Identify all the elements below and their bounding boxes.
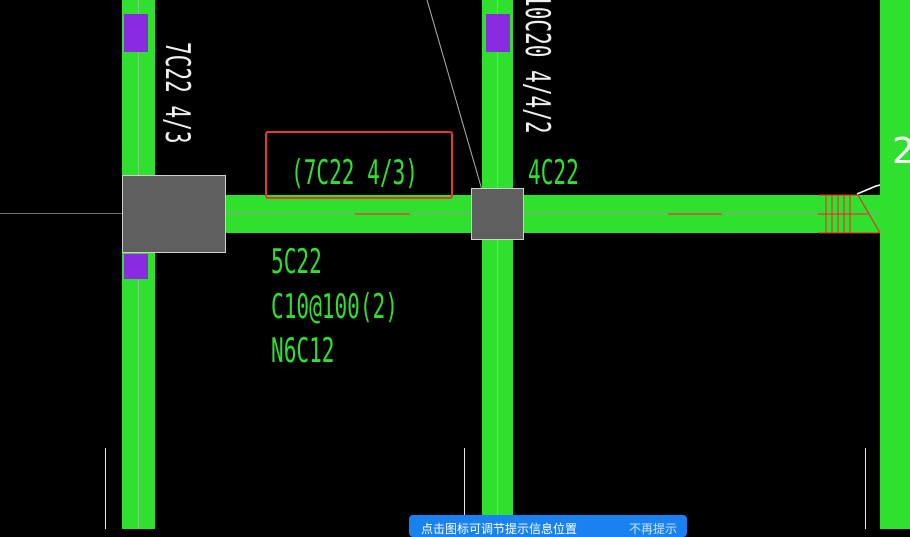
support-marker-middle-top bbox=[486, 14, 510, 52]
axis-line-left-ext bbox=[0, 213, 122, 214]
selected-span-label[interactable]: (7C22 4/3) bbox=[291, 153, 418, 193]
axis-line-bottom-2 bbox=[464, 448, 465, 529]
axis-line-bottom-3 bbox=[865, 448, 866, 529]
toast-dismiss-link[interactable]: 不再提示 bbox=[628, 522, 677, 536]
column-left[interactable] bbox=[122, 175, 226, 253]
beam-vertical-right[interactable] bbox=[880, 0, 910, 529]
right-beam-rebar-label[interactable]: 10C20 4/4/2 bbox=[517, 0, 557, 134]
bottom-bar-label[interactable]: 5C22 bbox=[271, 242, 322, 282]
column-middle[interactable] bbox=[471, 188, 524, 240]
stirrup-label[interactable]: C10@100(2) bbox=[271, 287, 398, 327]
top-bar-label[interactable]: 4C22 bbox=[528, 153, 579, 193]
hint-toast[interactable]: 点击图标可调节提示信息位置 不再提示 bbox=[409, 515, 687, 537]
left-beam-rebar-label[interactable]: 7C22 4/3 bbox=[157, 42, 197, 144]
side-bar-label[interactable]: N6C12 bbox=[271, 331, 335, 371]
support-marker-left-top bbox=[124, 14, 148, 52]
support-marker-left-bottom bbox=[124, 254, 148, 279]
toast-message: 点击图标可调节提示信息位置 bbox=[421, 522, 578, 536]
axis-line-bottom-1 bbox=[105, 448, 106, 529]
beam-centerline-middle bbox=[497, 0, 498, 529]
selection-highlight-box bbox=[265, 131, 453, 199]
edge-marker-label: 2 bbox=[892, 131, 910, 172]
